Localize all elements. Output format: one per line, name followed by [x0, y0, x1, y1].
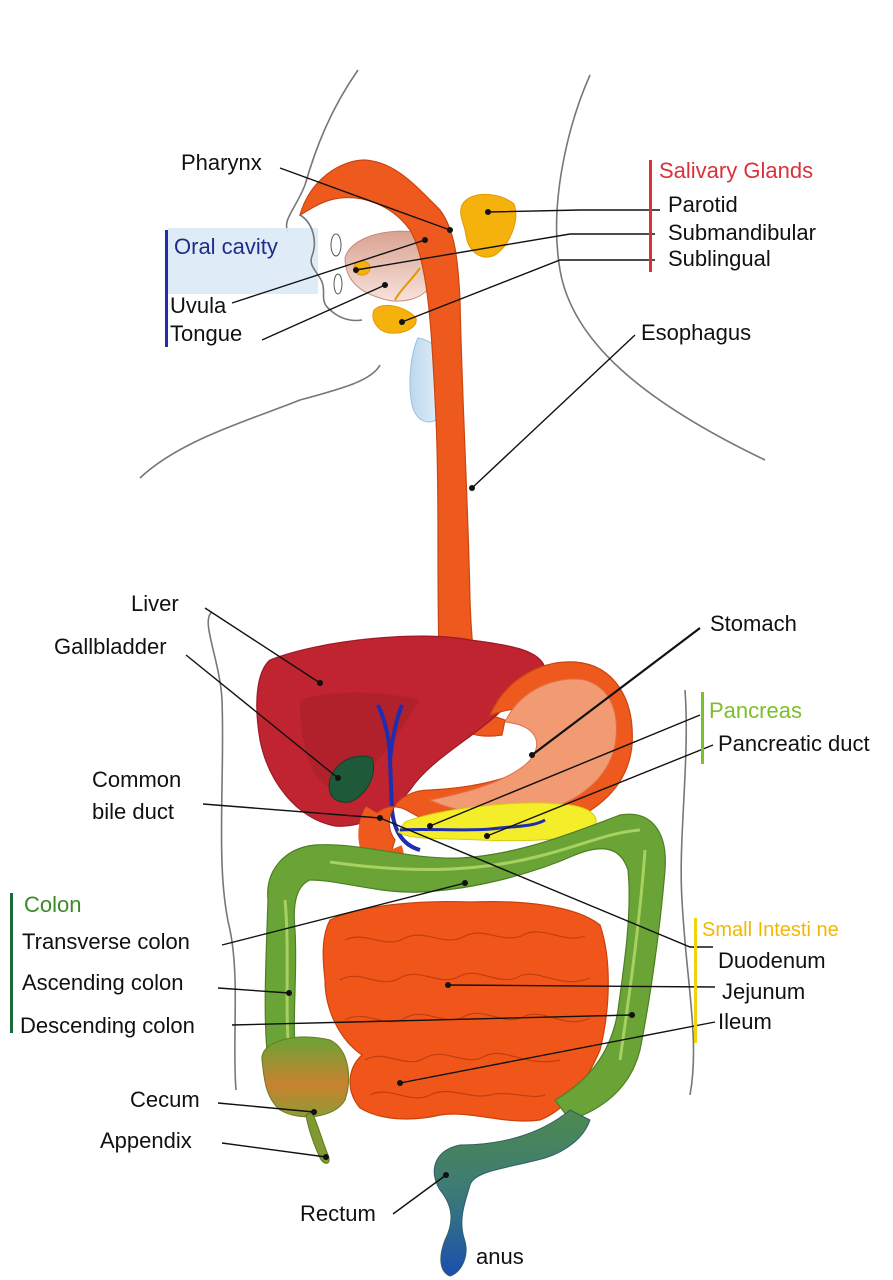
- label-cecum: Cecum: [130, 1087, 200, 1112]
- oral-group-bar: [165, 230, 168, 347]
- label-common-bile-duct-line2: bile duct: [92, 799, 174, 824]
- small-intestine-shape: [322, 900, 609, 1122]
- gallbladder-shape: [328, 755, 374, 803]
- appendix-shape: [305, 1111, 330, 1164]
- label-esophagus: Esophagus: [641, 320, 752, 345]
- pancreas-title: Pancreas: [709, 698, 802, 723]
- label-ileum: Ileum: [718, 1009, 772, 1034]
- label-submandibular: Submandibular: [668, 220, 816, 245]
- label-appendix: Appendix: [100, 1128, 192, 1153]
- cecum-shape: [261, 1036, 350, 1118]
- rectum-shape: [433, 1109, 591, 1277]
- label-gallbladder: Gallbladder: [54, 634, 167, 659]
- bile-duct: [376, 704, 421, 852]
- label-descending-colon: Descending colon: [20, 1013, 195, 1038]
- oral-cavity-title: Oral cavity: [174, 234, 278, 259]
- liver-shading: [300, 692, 420, 790]
- body-outline: [139, 69, 766, 1096]
- label-common-bile-duct-line1: Common: [92, 767, 182, 792]
- teeth-lower: [333, 273, 343, 295]
- label-jejunum: Jejunum: [722, 979, 806, 1004]
- leader-lines: [185, 167, 716, 1215]
- label-ascending-colon: Ascending colon: [22, 970, 184, 995]
- pancreas-group-bar: [701, 692, 704, 764]
- pancreatic-duct-shape: [399, 818, 546, 832]
- label-liver: Liver: [131, 591, 179, 616]
- colon-group-bar: [10, 893, 13, 1033]
- label-pharynx: Pharynx: [181, 150, 262, 175]
- small-intestine-loops: [339, 931, 591, 1099]
- face-profile: [299, 214, 363, 322]
- salivary-group-bar: [649, 160, 652, 272]
- teeth-upper: [330, 233, 342, 257]
- esophagus-shape: [299, 159, 506, 737]
- label-pancreatic-duct: Pancreatic duct: [718, 731, 870, 756]
- label-duodenum: Duodenum: [718, 948, 826, 973]
- label-rectum: Rectum: [300, 1201, 376, 1226]
- small-intestine-title: Small Intesti ne: [702, 919, 839, 941]
- label-anus: anus: [476, 1244, 524, 1269]
- label-parotid: Parotid: [668, 192, 738, 217]
- label-tongue: Tongue: [170, 321, 243, 346]
- salivary-glands: [353, 193, 517, 334]
- leader-dots: [286, 209, 635, 1178]
- label-stomach: Stomach: [710, 611, 797, 636]
- label-transverse-colon: Transverse colon: [22, 929, 190, 954]
- small-intestine-group-bar: [694, 918, 697, 1043]
- label-uvula: Uvula: [170, 293, 227, 318]
- label-sublingual: Sublingual: [668, 246, 771, 271]
- salivary-glands-title: Salivary Glands: [659, 158, 814, 183]
- colon-title: Colon: [24, 892, 82, 917]
